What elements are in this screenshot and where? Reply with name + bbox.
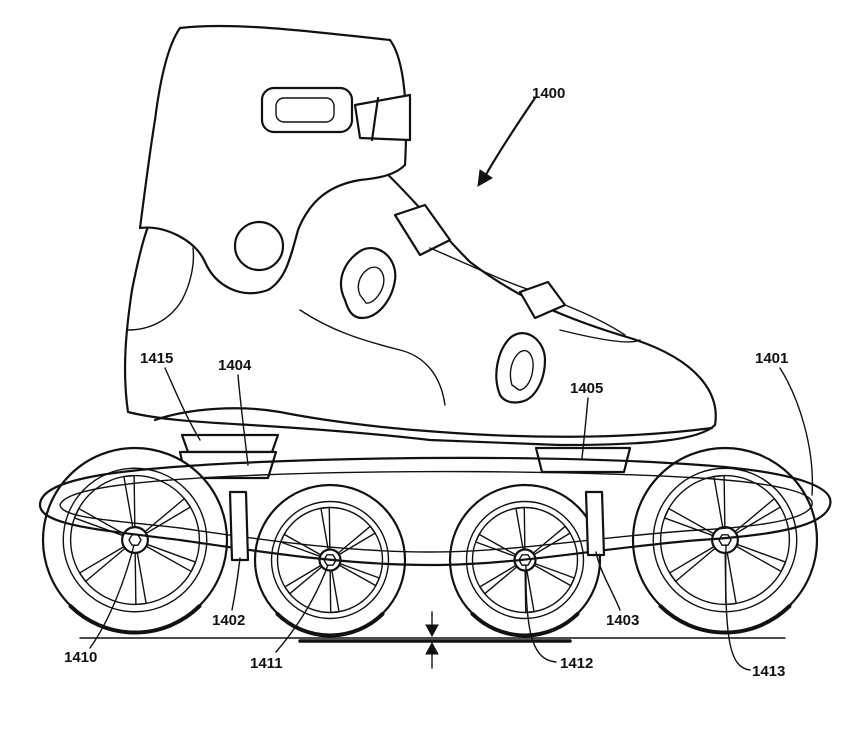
heel-pad-1415 [180,433,280,454]
boot-tongue [299,309,446,406]
leader-1411 [275,564,329,653]
arrow-1400 [477,169,493,187]
leader-1401 [779,367,814,496]
wheel-1410-rim [62,467,208,613]
mid-buckle-slot [357,266,385,304]
leader-1415 [164,367,201,441]
wheel-1413 [631,446,819,635]
label-1402: 1402 [212,612,245,629]
rear-strut-1403 [584,490,606,557]
leader-1404 [237,374,249,466]
leader-1400 [482,96,537,180]
wheel-1413-hub [711,526,739,554]
leader-1405 [581,397,589,459]
top-buckle-strap [353,93,412,142]
labels: 1400 1401 1415 1404 1405 1402 1403 1410 … [64,85,814,680]
wheel-1411-rim [270,500,390,620]
mid-buckle-lever [340,247,397,320]
boot-sole [153,407,714,438]
clearance-arrow-top-head [425,624,439,638]
wheel-1413-tread [658,604,792,635]
leader-1412 [525,564,557,663]
leader-1413 [724,544,751,671]
wheel-1410-hub [121,526,149,554]
wheel-1410 [41,446,229,635]
ankle-pivot [233,220,285,272]
low-buckle-strap [564,304,626,336]
wheels [41,446,819,638]
leader-1410 [89,544,135,649]
wheel-1413-rim-inner [659,474,791,606]
low-buckle-slot [509,350,534,391]
low-buckle-lever [495,332,547,404]
clearance-arrow-bottom-head [425,641,439,655]
boot-heel-line [127,247,195,331]
label-1405: 1405 [570,380,603,397]
label-1410: 1410 [64,649,97,666]
front-strut-1402 [228,490,250,562]
label-1400: 1400 [532,85,565,102]
wheel-1412-tread [470,612,580,638]
label-1415: 1415 [140,350,173,367]
wheel-1412-rim-inner [471,506,579,614]
mid-buckle-strap [429,247,531,291]
wheel-1412-rim [465,500,585,620]
wheel-1413-axle [718,534,732,546]
wheel-1411-rim-inner [276,506,384,614]
label-1413: 1413 [752,663,785,680]
label-1412: 1412 [560,655,593,672]
label-1404: 1404 [218,357,252,374]
mid-buckle-clamp [393,203,452,257]
boot-toe-cap [559,329,641,343]
top-buckle-tab [370,96,380,142]
wheel-1410-rim-inner [69,474,201,606]
label-1401: 1401 [755,350,788,367]
label-1411: 1411 [250,655,283,672]
frame-1401 [38,456,832,567]
wheel-1410-tread [68,604,202,635]
leader-1403 [595,551,621,611]
buckles [260,86,626,404]
wheel-1413-rim [652,467,798,613]
top-buckle-slot [275,97,335,123]
leader-1402 [231,557,241,611]
label-1403: 1403 [606,612,639,629]
wheel-1411-tread [275,612,385,638]
